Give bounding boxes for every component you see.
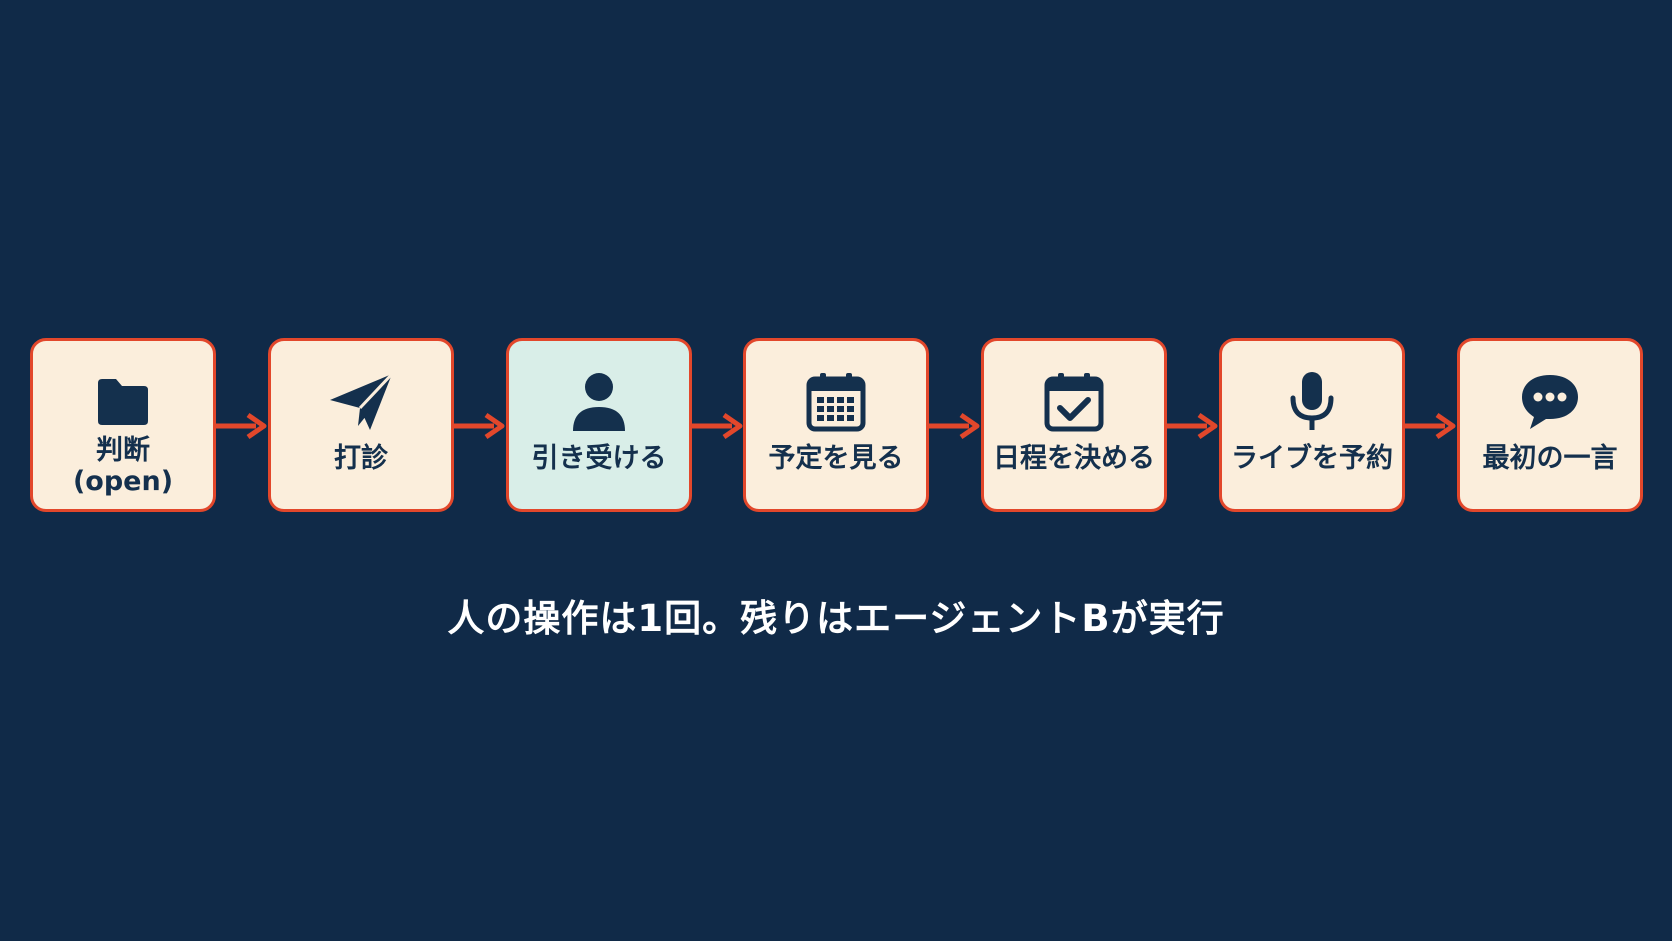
step-label: ライブを予約	[1231, 443, 1393, 474]
step-first-words: 最初の一言	[1457, 338, 1643, 512]
chat-bubble-icon	[1518, 369, 1582, 435]
step-decide-open: 判断 (open)	[30, 338, 216, 512]
calendar-check-icon	[1043, 369, 1105, 435]
paper-plane-icon	[328, 369, 394, 435]
user-icon	[570, 369, 628, 435]
flow-arrow	[692, 412, 744, 440]
folder-icon	[94, 369, 152, 435]
step-label: 最初の一言	[1482, 443, 1618, 474]
diagram-caption: 人の操作は1回。残りはエージェントBが実行	[447, 597, 1225, 640]
step-decide-date: 日程を決める	[981, 338, 1167, 512]
flow-arrow	[1405, 412, 1457, 440]
step-view-schedule: 予定を見る	[743, 338, 929, 512]
step-book-live: ライブを予約	[1219, 338, 1405, 512]
step-label: 引き受ける	[531, 443, 667, 474]
calendar-icon	[805, 369, 867, 435]
microphone-icon	[1287, 369, 1337, 435]
step-label: 日程を決める	[993, 443, 1155, 474]
flow-arrow	[929, 412, 981, 440]
flow-arrow	[454, 412, 506, 440]
step-accept: 引き受ける	[506, 338, 692, 512]
step-label: 判断 (open)	[72, 435, 174, 497]
flow-arrow	[1167, 412, 1219, 440]
flow-arrow	[216, 412, 268, 440]
step-label: 打診	[334, 443, 388, 474]
step-sound-out: 打診	[268, 338, 454, 512]
step-label: 予定を見る	[768, 443, 904, 474]
